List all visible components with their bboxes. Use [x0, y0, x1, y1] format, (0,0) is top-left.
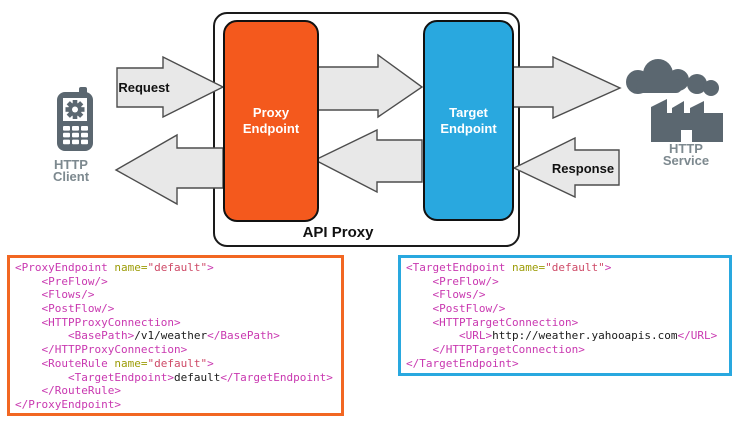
request-arrow: [116, 55, 225, 119]
code-line: <TargetEndpoint name="default">: [406, 261, 612, 274]
code-line: </RouteRule>: [41, 384, 121, 398]
code-line: <BasePath>/v1/weather</BasePath>: [67, 329, 280, 343]
code-line: <HTTPProxyConnection>: [41, 315, 181, 329]
target-to-proxy-arrow: [313, 128, 423, 194]
api-proxy-label: API Proxy: [302, 224, 374, 241]
proxy-endpoint-label-line1: Proxy: [252, 105, 290, 120]
code-line: </HTTPTargetConnection>: [432, 343, 585, 357]
target-to-service-arrow: [510, 55, 622, 120]
response-label: Response: [551, 161, 615, 176]
proxy-endpoint-code-block: <ProxyEndpoint name="default"> <PreFlow/…: [7, 255, 344, 416]
code-line: </HTTPProxyConnection>: [41, 343, 188, 357]
http-client-label: HTTP Client: [39, 157, 103, 184]
proxy-to-client-arrow: [114, 133, 224, 206]
code-line: <ProxyEndpoint name="default">: [15, 261, 214, 274]
proxy-endpoint-box: Proxy Endpoint: [223, 20, 319, 222]
code-line: <PostFlow/>: [432, 302, 506, 316]
target-endpoint-code-block: <TargetEndpoint name="default"> <PreFlow…: [398, 255, 732, 376]
factory-icon: [651, 99, 723, 142]
response-arrow: [512, 136, 620, 199]
proxy-to-target-arrow: [314, 53, 424, 119]
code-line: <RouteRule name="default">: [41, 356, 214, 370]
mobile-client-icon: [57, 87, 93, 151]
http-service-label: HTTP Service: [652, 141, 720, 168]
code-line: <URL>http://weather.yahooapis.com</URL>: [458, 329, 718, 343]
proxy-endpoint-label-line2: Endpoint: [242, 121, 300, 136]
cloud-icon: [626, 59, 719, 96]
target-endpoint-label-line1: Target: [449, 104, 488, 120]
backend-service-icon: [626, 59, 723, 142]
code-line: <PreFlow/>: [41, 274, 108, 288]
code-line: <HTTPTargetConnection>: [432, 315, 579, 329]
code-line: <TargetEndpoint>default</TargetEndpoint>: [67, 370, 333, 384]
code-line: </ProxyEndpoint>: [15, 397, 121, 411]
target-endpoint-box: Target Endpoint: [423, 20, 514, 221]
code-line: <PreFlow/>: [432, 274, 499, 288]
code-line: </TargetEndpoint>: [406, 356, 519, 370]
http-client-label-line2: Client: [52, 168, 90, 184]
http-service-label-line2: Service: [662, 152, 710, 168]
request-label: Request: [118, 80, 170, 95]
http-service-label-line1: HTTP: [669, 141, 703, 156]
target-endpoint-label-line2: Endpoint: [440, 120, 497, 136]
http-client-label-line1: HTTP: [54, 157, 88, 172]
code-line: <Flows/>: [432, 288, 486, 302]
code-line: <PostFlow/>: [41, 302, 115, 316]
gear-icon: [65, 100, 85, 119]
code-line: <Flows/>: [41, 288, 95, 302]
phone-keypad: [63, 126, 88, 145]
